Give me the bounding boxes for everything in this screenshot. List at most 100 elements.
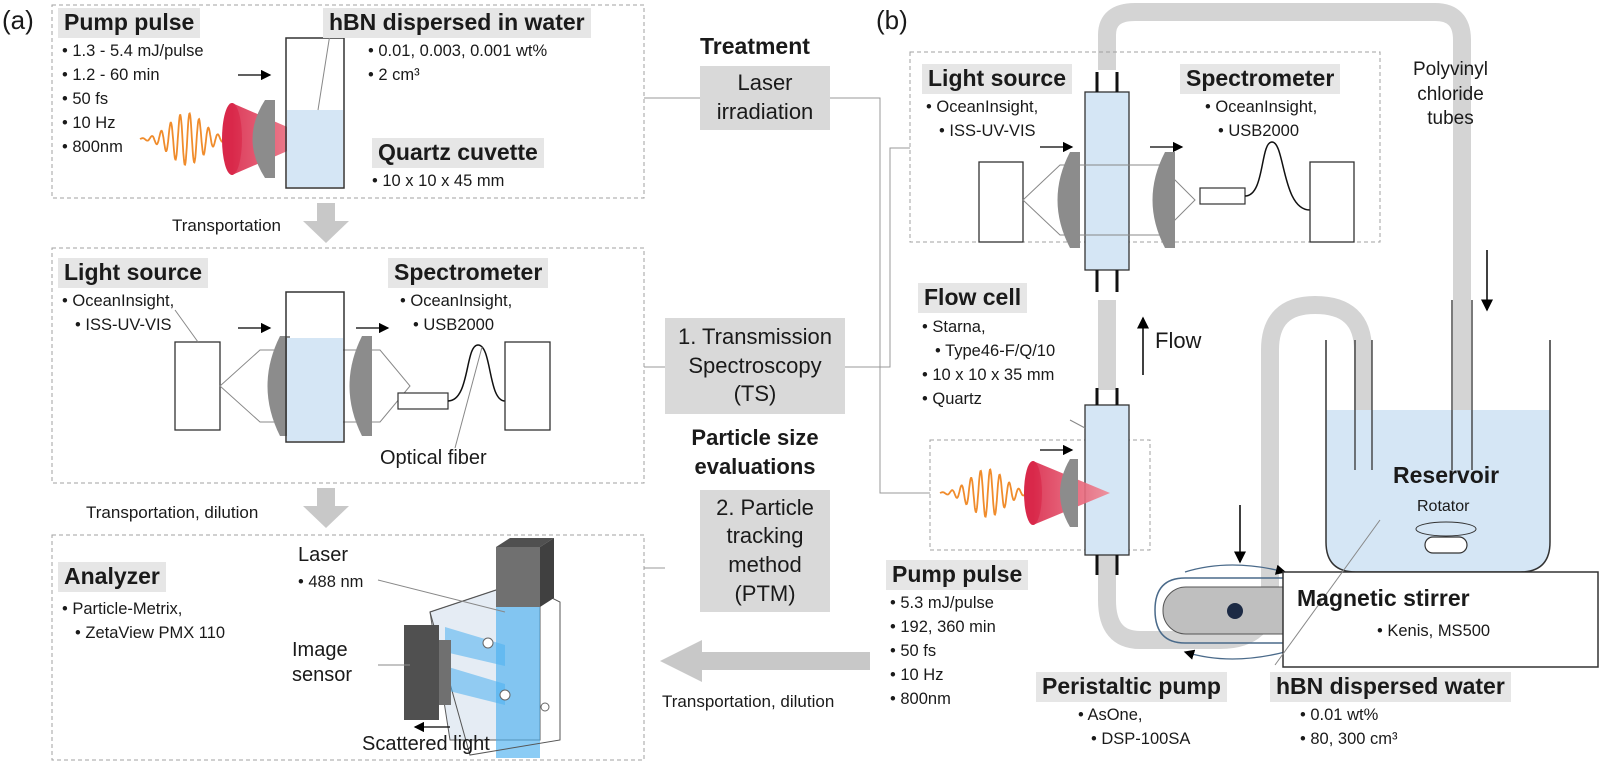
image-sensor-line: Image — [292, 639, 348, 661]
list-item: USB2000 — [1205, 122, 1317, 141]
box-line: Spectroscopy — [688, 352, 822, 378]
reservoir-label: Reservoir — [1393, 462, 1500, 488]
list-item: 10 Hz — [890, 666, 996, 685]
label-line: chloride — [1417, 83, 1484, 105]
list-item: ISS-UV-VIS — [62, 316, 174, 335]
list-item: USB2000 — [400, 316, 512, 335]
list-item: 0.01, 0.003, 0.001 wt% — [368, 42, 547, 61]
flow-cell-bottom — [1084, 388, 1130, 575]
transport-arrow-1 — [303, 203, 349, 243]
list-item: OceanInsight, — [926, 98, 1038, 117]
reservoir-beaker — [1325, 300, 1551, 573]
transport-arrow-2 — [303, 488, 349, 528]
pump-pulse-list-b: 5.3 mJ/pulse 192, 360 min 50 fs 10 Hz 80… — [890, 594, 996, 714]
list-item: OceanInsight, — [62, 292, 174, 311]
optical-fiber-label: Optical fiber — [380, 447, 487, 469]
peristaltic-title: Peristaltic pump — [1036, 672, 1227, 703]
analyzer-title: Analyzer — [58, 562, 166, 593]
spectrometer-list-b: OceanInsight, USB2000 — [1205, 98, 1317, 146]
list-item: 488 nm — [298, 573, 363, 592]
transport-label-2: Transportation, dilution — [86, 503, 259, 522]
ptm-setup — [404, 538, 561, 758]
particle-size-label: Particle size evaluations — [680, 424, 830, 481]
light-source-box-a — [174, 341, 221, 431]
light-source-list-b: OceanInsight, ISS-UV-VIS — [926, 98, 1038, 146]
box-line: (TS) — [733, 381, 777, 407]
list-item: 0.01 wt% — [1300, 706, 1398, 725]
list-item: 10 x 10 x 45 mm — [372, 172, 504, 191]
pvc-label: Polyvinyl chloride tubes — [1413, 58, 1488, 132]
list-item: OceanInsight, — [1205, 98, 1317, 117]
stirrer-box — [1282, 571, 1599, 668]
ts-box: 1. Transmission Spectroscopy (TS) — [665, 318, 845, 414]
analyzer-list: Particle-Metrix, ZetaView PMX 110 — [62, 600, 225, 648]
cuvette-list: 10 x 10 x 45 mm — [372, 172, 504, 196]
list-item: 80, 300 cm³ — [1300, 730, 1397, 749]
list-item: 50 fs — [62, 90, 204, 109]
flow-label: Flow — [1155, 328, 1202, 353]
flow-cell-title: Flow cell — [918, 283, 1028, 314]
list-item: DSP-100SA — [1078, 730, 1190, 749]
cuvette-a — [285, 37, 345, 189]
light-source-title-b: Light source — [922, 64, 1073, 95]
list-item: 5.3 mJ/pulse — [890, 594, 996, 613]
hbn-title-a: hBN dispersed in water — [323, 8, 591, 39]
list-item: 10 Hz — [62, 114, 204, 133]
laser-title: Laser — [298, 544, 349, 566]
cuvette-title: Quartz cuvette — [372, 138, 544, 169]
stirrer-title: Magnetic stirrer — [1297, 585, 1470, 611]
list-item: 1.3 - 5.4 mJ/pulse — [62, 42, 203, 61]
label-line: Particle size — [691, 425, 819, 450]
light-source-list-a: OceanInsight, ISS-UV-VIS — [62, 292, 174, 340]
label-line: Polyvinyl — [1413, 59, 1488, 80]
list-item: OceanInsight, — [400, 292, 512, 311]
peristaltic-list: AsOne, DSP-100SA — [1078, 706, 1190, 754]
list-item: ISS-UV-VIS — [926, 122, 1038, 141]
box-line: irradiation — [716, 99, 814, 124]
spectrometer-title-b: Spectrometer — [1180, 64, 1341, 95]
box-line: tracking — [726, 523, 804, 549]
box-line: method — [728, 552, 802, 577]
box-ptm — [51, 534, 645, 761]
pump-pulse-title-a: Pump pulse — [58, 8, 201, 39]
cuvette-liquid-a — [287, 110, 343, 187]
stirrer-list: Kenis, MS500 — [1377, 622, 1490, 646]
transport-label-3: Transportation, dilution — [662, 692, 835, 711]
spectrometer-list-a: OceanInsight, USB2000 — [400, 292, 512, 340]
list-item: ZetaView PMX 110 — [62, 624, 225, 643]
laser-list: 488 nm — [298, 573, 363, 597]
box-line: (PTM) — [734, 580, 796, 606]
flow-cell-top — [1084, 72, 1130, 292]
hbn-list-b: 0.01 wt% 80, 300 cm³ — [1300, 706, 1398, 754]
pump-pulse-list-a: 1.3 - 5.4 mJ/pulse 1.2 - 60 min 50 fs 10… — [62, 42, 204, 162]
list-item: 2 cm³ — [368, 66, 547, 85]
spectrometer-box-a — [504, 341, 551, 431]
light-source-title-a: Light source — [58, 258, 209, 289]
box-ts-b — [909, 51, 1381, 243]
box-line: 2. Particle — [716, 494, 814, 520]
box-line: Laser — [737, 70, 793, 96]
laser-irradiation-box: Laser irradiation — [700, 66, 830, 130]
panel-a-label: (a) — [2, 5, 34, 35]
box-ts — [51, 247, 645, 484]
box-laser-b — [929, 439, 1151, 551]
list-item: 1.2 - 60 min — [62, 66, 204, 85]
scattered-light-label: Scattered light — [362, 733, 490, 755]
rotator-label: Rotator — [1417, 498, 1470, 515]
hbn-title-b: hBN dispersed water — [1270, 672, 1511, 703]
list-item: 50 fs — [890, 642, 996, 661]
flow-cell-list: Starna, Type46-F/Q/10 10 x 10 x 35 mm Qu… — [922, 318, 1055, 414]
spectrometer-title-a: Spectrometer — [388, 258, 549, 289]
label-line: tubes — [1427, 108, 1474, 130]
image-sensor-line: sensor — [292, 664, 353, 686]
image-sensor-label: Image sensor — [292, 638, 352, 688]
pump-pulse-title-b: Pump pulse — [886, 560, 1029, 591]
list-item: Quartz — [922, 390, 1055, 409]
hbn-list-a: 0.01, 0.003, 0.001 wt% 2 cm³ — [368, 42, 547, 90]
transport-arrow-left — [660, 640, 870, 682]
list-item: Kenis, MS500 — [1377, 622, 1490, 641]
list-item: 10 x 10 x 35 mm — [922, 366, 1055, 385]
list-item: 192, 360 min — [890, 618, 995, 637]
list-item: AsOne, — [1078, 706, 1190, 725]
